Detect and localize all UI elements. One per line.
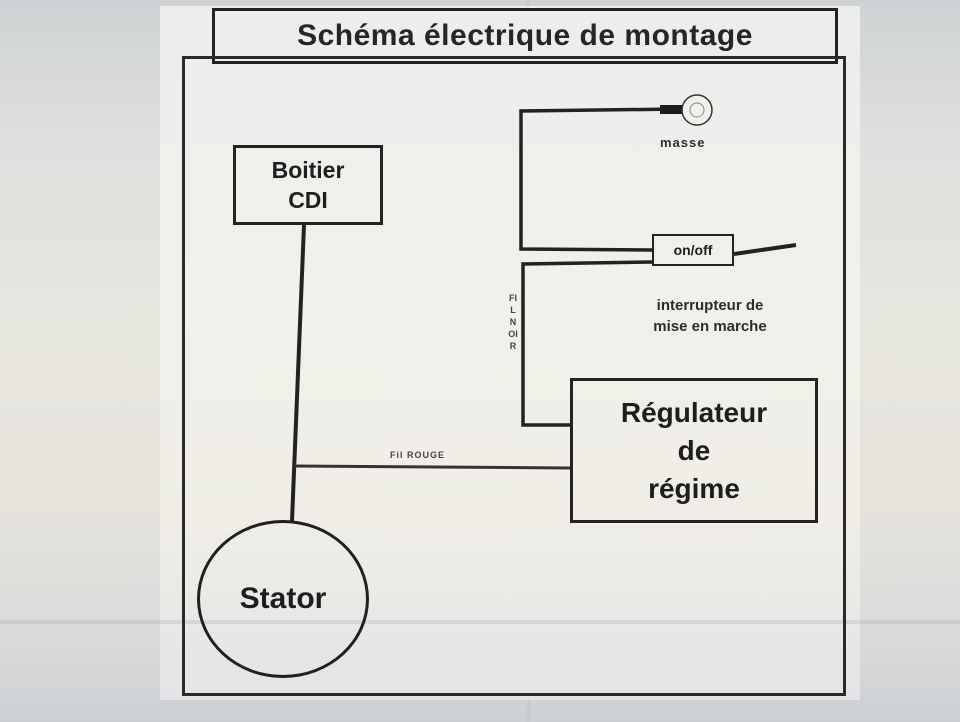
- cdi-label-line1: Boitier: [271, 157, 345, 183]
- wire-red: [293, 464, 571, 470]
- paper-fold: [0, 620, 960, 624]
- wire-cdi-stator: [290, 224, 306, 522]
- regulator-box: Régulateur de régime: [570, 378, 818, 523]
- wire-black: [521, 260, 653, 427]
- switch-box: on/off: [652, 234, 734, 266]
- stator-label: Stator: [239, 582, 327, 615]
- regulator-label-line3: régime: [648, 472, 740, 504]
- switch-caption-line2: mise en marche: [653, 318, 767, 335]
- red-wire-label: Fil ROUGE: [390, 450, 446, 460]
- ground-terminal-icon: [681, 94, 713, 126]
- regulator-label-line1: Régulateur: [620, 396, 768, 428]
- regulator-label-line2: de: [677, 434, 711, 466]
- stator-circle: Stator: [197, 520, 369, 678]
- switch-caption-line1: interrupteur de: [656, 297, 764, 314]
- diagram-title: Schéma électrique de montage: [212, 8, 838, 64]
- cdi-label-line2: CDI: [288, 187, 328, 213]
- switch-caption: interrupteur de mise en marche: [610, 295, 810, 337]
- ground-label: masse: [660, 135, 706, 150]
- wire-ground: [519, 107, 681, 252]
- black-wire-label: FIL NOIR: [508, 293, 519, 351]
- switch-lever: [733, 243, 797, 256]
- diagram-frame: [182, 56, 846, 696]
- ground-lug: [660, 105, 684, 114]
- cdi-box: Boitier CDI: [233, 145, 383, 225]
